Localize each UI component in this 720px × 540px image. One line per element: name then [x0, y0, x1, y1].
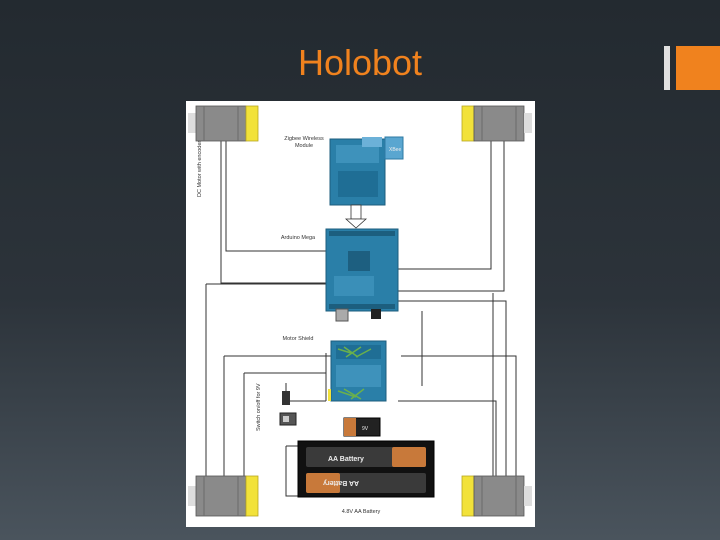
wiring-svg: XBee — [188, 105, 532, 517]
dc-motor-top-right — [461, 105, 532, 142]
dc-motor-top-left — [188, 105, 259, 142]
zigbee-label: Zigbee Wireless Module — [284, 136, 324, 149]
switch — [279, 391, 297, 426]
zigbee-module: XBee — [329, 136, 404, 206]
arduino-mega — [325, 228, 399, 322]
aa-battery-1-label: AA Battery — [328, 456, 364, 463]
decorative-orange-block — [676, 46, 720, 90]
dc-motor-label: DC Motor with encoder — [197, 140, 203, 197]
arduino-label: Arduino Mega — [280, 235, 316, 241]
wires — [205, 141, 517, 501]
motor-shield-label: Motor Shield — [282, 336, 314, 342]
battery-9v: 9V — [343, 417, 381, 437]
aa-battery-2-label: AA Battery — [323, 479, 359, 486]
switch-label: Switch on/off for 9V — [256, 383, 262, 431]
xbee-chip-label: XBee — [389, 147, 401, 153]
decorative-bar — [664, 46, 670, 90]
battery-9v-label: 9V — [362, 426, 369, 432]
dc-motor-bottom-right — [461, 475, 532, 517]
motor-shield — [328, 340, 387, 402]
aa-battery-pack: AA Battery AA Battery — [297, 440, 435, 498]
slide-title: Holobot — [297, 42, 423, 83]
connector-arrow — [344, 204, 368, 229]
holobot-circuit-diagram: XBee — [186, 101, 535, 527]
dc-motor-bottom-left — [188, 475, 259, 517]
battery-pack-label: 4.8V AA Battery — [341, 509, 381, 515]
